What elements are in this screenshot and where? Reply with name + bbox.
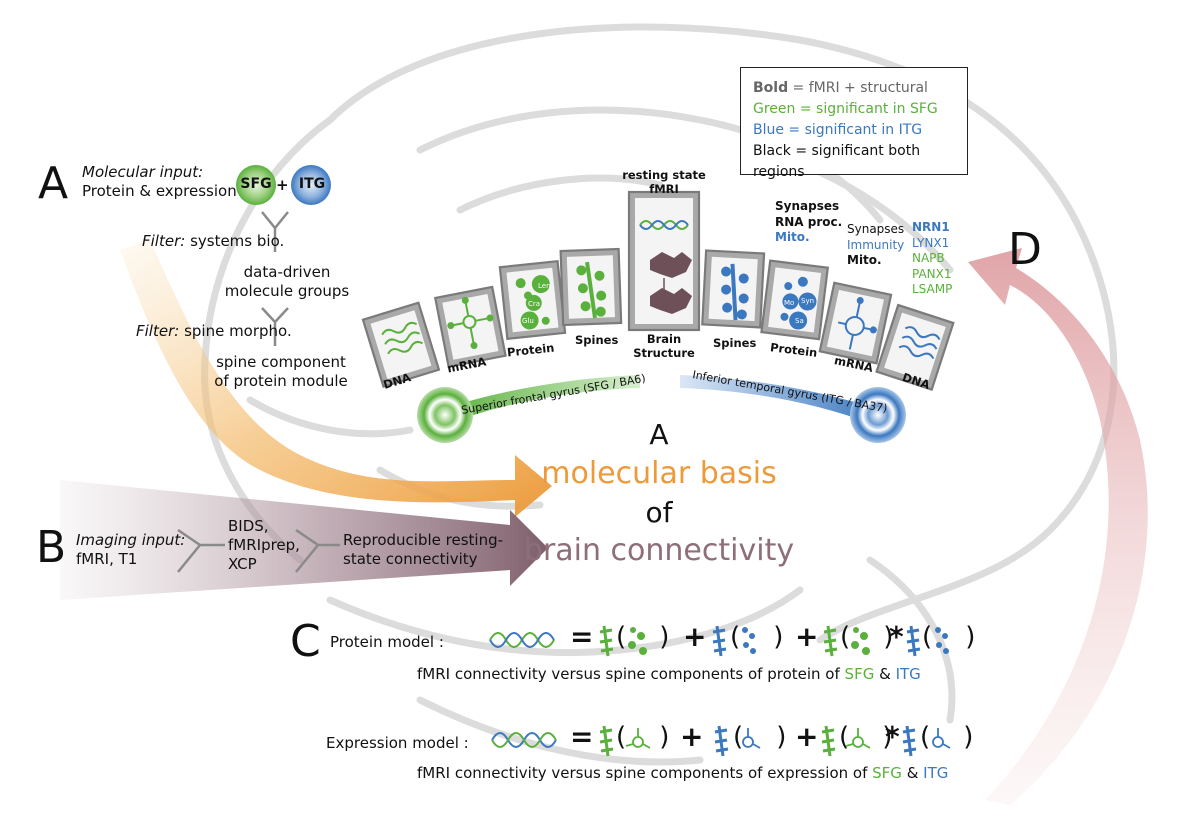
mrna-icon-left [447, 296, 494, 350]
protein-icon-right [780, 276, 817, 330]
equation-glyphs [599, 625, 951, 757]
resting-state-output: Reproducible resting-state connectivity [343, 531, 504, 569]
badge-plus: + [276, 176, 289, 194]
itg-band-label: Inferior temporal gyrus (ITG / BA37) [691, 368, 888, 415]
mauve-arrow [60, 480, 548, 600]
pink-arrow [968, 248, 1148, 805]
gene-list: NRN1 LYNX1 NAPB PANX1 LSAMP [912, 220, 953, 297]
dna-icon-left [381, 321, 423, 355]
protein-paren-4: ( ) [922, 622, 976, 652]
panel-b-letter: B [36, 522, 67, 573]
itg-target [850, 387, 906, 443]
expression-model-dna-icon [491, 732, 557, 748]
legend: Bold = fMRI + structural Green = signifi… [740, 67, 968, 180]
panel-d-letter: D [1008, 224, 1042, 275]
protein-icon-left [515, 275, 550, 330]
protein-eq: = [570, 620, 594, 653]
mrna-annotation: Synapses Immunity Mito. [847, 222, 905, 268]
legend-black: Black = significant both regions [753, 143, 921, 180]
imaging-tools: BIDS,fMRIprep,XCP [228, 517, 300, 574]
protein-paren-1: ( ) [616, 622, 670, 652]
protein-plus-1: + [683, 620, 707, 653]
expression-eq: = [570, 720, 594, 753]
orange-arrow [120, 240, 552, 517]
fmri-wave-icon [639, 220, 689, 230]
legend-green: Green = significant in SFG [753, 101, 938, 117]
brain-outline [201, 23, 1118, 766]
title-line-3: of [645, 496, 673, 529]
protein-paren-2: ( ) [730, 622, 784, 652]
protein-model-caption: fMRI connectivity versus spine component… [417, 665, 921, 683]
title-line-1: A [649, 418, 669, 451]
filter-spine-morpho: Filter: spine morpho. [136, 322, 292, 340]
protein-model-dna-icon [489, 632, 555, 648]
molecular-input-value: Protein & expression [82, 182, 237, 200]
legend-bold: Bold = fMRI + structural [753, 80, 928, 96]
sfg-badge [236, 165, 276, 205]
spine-icon-left [576, 261, 607, 319]
protein-label-2: Cra [528, 300, 540, 308]
dna-icon-right [898, 326, 941, 360]
expression-paren-3: ( ) [839, 722, 893, 752]
panel-a-letter: A [38, 158, 69, 209]
panel-c-letter: C [290, 616, 321, 667]
itg-badge-label: ITG [298, 176, 326, 192]
sfg-badge-label: SFG [240, 176, 272, 192]
protein-times: * [889, 620, 904, 653]
card-label-spines-right: Spines [713, 336, 757, 350]
expression-plus-2: + [795, 720, 819, 753]
protein-paren-3: ( ) [840, 622, 894, 652]
protein-label-3: Glu [522, 317, 534, 325]
expression-model-caption: fMRI connectivity versus spine component… [417, 764, 949, 782]
protein-label-4: Mo [784, 299, 794, 307]
title-line-2: molecular basis [541, 456, 777, 491]
expression-paren-1: ( ) [616, 722, 670, 752]
sfg-band [440, 375, 640, 424]
itg-band [680, 375, 880, 424]
spine-icon-right [721, 263, 749, 321]
protein-label-1: Len [538, 282, 551, 290]
expression-paren-2: ( ) [733, 722, 787, 752]
itg-badge [291, 165, 331, 205]
protein-model-label: Protein model : [330, 633, 444, 651]
sfg-target [417, 387, 473, 443]
brain-structure-icon [650, 252, 692, 314]
imaging-input: Imaging input:fMRI, T1 [76, 531, 186, 569]
protein-annotation: Synapses RNA proc. Mito. [775, 199, 843, 245]
sfg-band-label: Superior frontal gyrus (SFG / BA6) [460, 372, 646, 417]
molecular-input-label: Molecular input: [82, 163, 204, 181]
expression-plus-1: + [680, 720, 704, 753]
filter-icons [177, 211, 340, 573]
card-label-spines-left: Spines [575, 333, 619, 347]
expression-model-label: Expression model : [326, 734, 469, 752]
mrna-icon-right [837, 297, 877, 350]
expression-paren-4: ( ) [920, 722, 974, 752]
title-line-4: brain connectivity [523, 533, 795, 568]
protein-plus-2: + [795, 620, 819, 653]
protein-label-6: Sa [795, 317, 804, 325]
expression-times: * [885, 720, 900, 753]
filter-systems-bio: Filter: systems bio. [142, 232, 285, 250]
legend-blue: Blue = significant in ITG [753, 122, 923, 138]
protein-label-5: Syn [801, 297, 814, 305]
